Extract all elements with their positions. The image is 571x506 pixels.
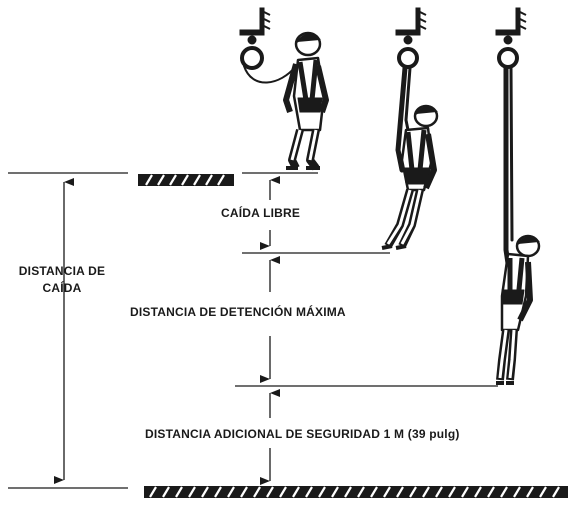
worker-falling — [381, 104, 439, 250]
reference-lines — [8, 172, 498, 489]
deteccion-maxima-label: DISTANCIA DE DETENCIÓN MÁXIMA — [130, 305, 346, 319]
distancia-de-caida-label-line2: CAÍDA — [42, 281, 82, 295]
caida-libre-label: CAÍDA LIBRE — [221, 206, 301, 220]
anchor-1 — [239, 7, 271, 70]
dimension-arrows — [54, 176, 280, 485]
anchor-3 — [495, 7, 527, 69]
anchor-2 — [395, 7, 427, 69]
worker-standing — [283, 31, 329, 171]
seguridad-label: DISTANCIA ADICIONAL DE SEGURIDAD 1 M (39… — [145, 427, 460, 441]
ground — [144, 486, 568, 498]
distancia-de-caida-label-line1: DISTANCIA DE — [18, 264, 106, 278]
platform — [138, 174, 234, 186]
worker-arrested — [496, 234, 541, 385]
